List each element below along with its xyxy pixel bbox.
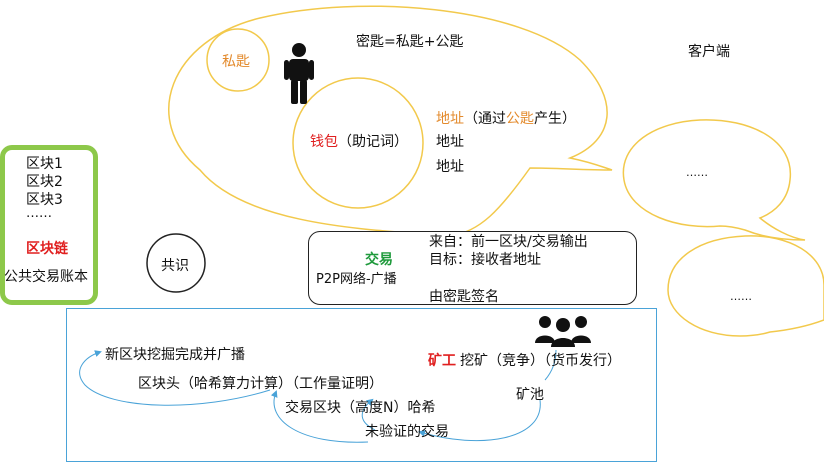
blockchain-box (0, 145, 98, 305)
block-item-more: …… (26, 206, 52, 221)
mining-unverified: 未验证的交易 (365, 424, 449, 440)
consensus-circle (146, 233, 206, 293)
arrow-pool-to-unverified (418, 399, 541, 442)
transaction-box (308, 231, 637, 305)
client-ellipsis-1: …… (686, 166, 708, 179)
transaction-title: 交易 (365, 252, 393, 268)
address-word: 地址 (436, 111, 464, 127)
mining-tx-hash: 交易区块（高度N）哈希 (285, 400, 436, 416)
address-line-2: 地址 (436, 134, 464, 150)
private-key-circle (206, 28, 270, 92)
client-label: 客户端 (688, 44, 730, 60)
arrow-unverified-to-txhash (361, 398, 376, 431)
block-item-3: 区块3 (26, 192, 63, 208)
client-bubble-3 (667, 235, 824, 337)
block-item-1: 区块1 (26, 156, 63, 172)
miner-label: 矿工 (428, 353, 456, 369)
wallet-word: 钱包 (310, 134, 338, 150)
transaction-network: P2P网络-广播 (316, 272, 397, 287)
mining-header: 区块头（哈希算力计算）（工作量证明） (138, 376, 383, 392)
wallet-label: 钱包（助记词） (310, 131, 408, 151)
arrow-txhash-to-header (270, 390, 369, 443)
transaction-to: 目标：接收者地址 (429, 252, 541, 268)
transaction-signed: 由密匙签名 (429, 289, 499, 305)
mining-pool-label: 矿池 (516, 387, 544, 403)
wallet-circle (292, 77, 424, 209)
address-line-3: 地址 (436, 159, 464, 175)
block-item-2: 区块2 (26, 174, 63, 190)
miners-group-icon (535, 316, 591, 347)
client-bubble-2 (622, 119, 806, 241)
wallet-mnemonic: （助记词） (338, 134, 408, 150)
client-ellipsis-2: …… (730, 290, 752, 303)
client-bubble (168, 5, 613, 237)
mining-box (66, 308, 657, 462)
arrow-header-to-broadcast (79, 350, 271, 406)
mining-broadcast: 新区块挖掘完成并广播 (105, 347, 245, 363)
transaction-from: 来自：前一区块/交易输出 (429, 234, 588, 250)
blockchain-label: 区块链 (26, 241, 68, 257)
address-via: （通过 (464, 111, 506, 127)
public-ledger-label: 公共交易账本 (4, 269, 88, 285)
key-formula: 密匙=私匙+公匙 (356, 34, 464, 50)
private-key-label: 私匙 (222, 54, 250, 70)
arrow-miner-to-pool (544, 349, 557, 381)
person-icon (284, 43, 314, 104)
public-key-word: 公匙 (506, 111, 534, 127)
address-line-1: 地址（通过公匙产生） (436, 108, 576, 128)
consensus-label: 共识 (161, 258, 189, 274)
miner-line: 矿工挖矿（竞争）（货币发行） (428, 350, 621, 370)
miner-desc: 挖矿（竞争）（货币发行） (460, 353, 621, 369)
address-generated: 产生） (534, 111, 576, 127)
